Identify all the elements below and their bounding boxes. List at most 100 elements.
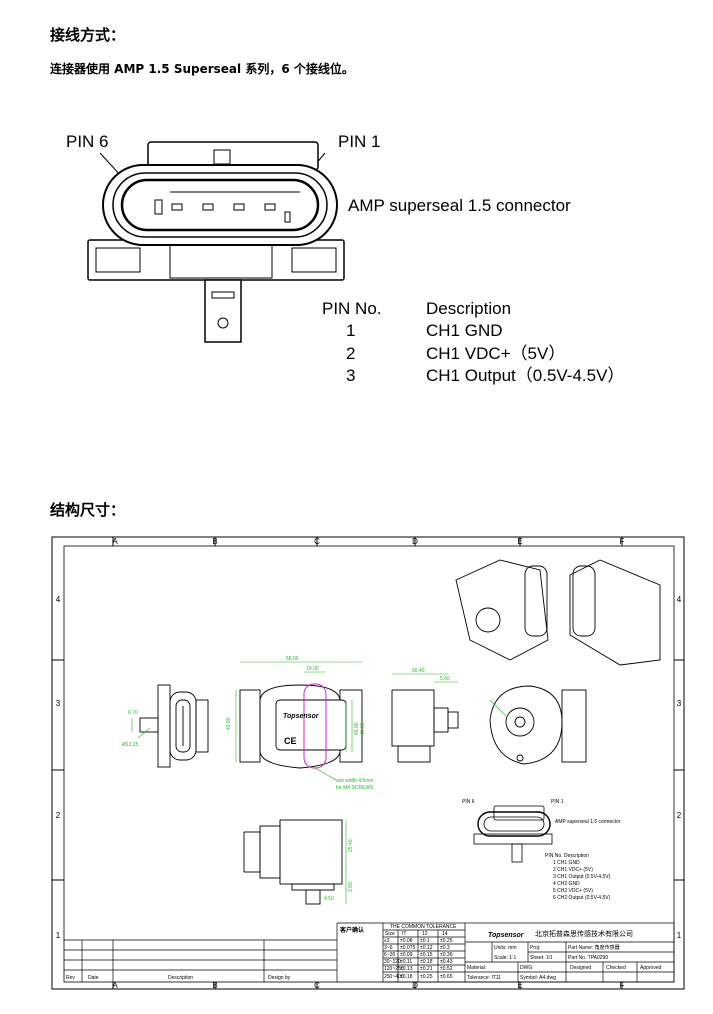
mini-pin1: PIN 1 bbox=[551, 799, 564, 805]
front-view bbox=[239, 684, 363, 769]
slot-note-2: for M4 SCREWS bbox=[336, 785, 374, 791]
dim-670: 6.70 bbox=[128, 710, 138, 716]
section-heading-dimensions: 结构尺寸： bbox=[50, 501, 126, 519]
slot-note-1: slot width 4.5mm bbox=[336, 778, 374, 784]
row-label-2-left: 2 bbox=[56, 811, 61, 820]
title-block bbox=[64, 922, 675, 983]
tb-designed: Designed bbox=[570, 965, 591, 971]
row-label-4-right: 4 bbox=[677, 595, 682, 604]
col-label-f-bottom: F bbox=[620, 981, 625, 990]
tol-r4c1: ±0.13 bbox=[400, 966, 413, 972]
col-label-a-bottom: A bbox=[112, 981, 118, 990]
tb-symbol: Symbol: A4.dwg bbox=[520, 975, 556, 981]
tol-h1: IT bbox=[402, 931, 406, 937]
col-label-c-bottom: C bbox=[314, 981, 320, 990]
bottom-view bbox=[243, 819, 343, 905]
mini-row-3: 3 CH1 Output (0.5V-4.5V) bbox=[553, 874, 611, 880]
mini-pin6: PIN 6 bbox=[462, 799, 475, 805]
tol-r5c3: ±0.65 bbox=[440, 974, 453, 980]
pin6-label: PIN 6 bbox=[66, 132, 109, 151]
tol-r5c0: 250~400 bbox=[384, 974, 404, 980]
tol-r5c2: ±0.25 bbox=[420, 974, 433, 980]
dim-5640: 56.40 bbox=[412, 668, 425, 674]
col-label-a-top: A bbox=[112, 537, 118, 546]
col-label-e-bottom: E bbox=[517, 981, 522, 990]
mini-connector bbox=[473, 805, 553, 863]
tb-proj: Proj: bbox=[530, 945, 540, 951]
tb-approved: Approved bbox=[640, 965, 662, 971]
dim-560: 5.60 bbox=[440, 676, 450, 682]
side-view-right bbox=[391, 689, 459, 763]
tol-r5c1: ±0.18 bbox=[400, 974, 413, 980]
tb-company: 北京拓普森思传感技术有限公司 bbox=[535, 929, 633, 938]
tol-r2c0: 6~30 bbox=[384, 952, 395, 958]
dim-phi: Ø12.25 bbox=[122, 742, 139, 748]
pin-table-header-no: PIN No. bbox=[322, 299, 382, 318]
tb-material: Material: bbox=[467, 965, 486, 971]
dim-4000: 40.00 bbox=[360, 722, 366, 735]
dim-4380: 43.80 bbox=[226, 717, 232, 730]
col-label-d-bottom: D bbox=[412, 981, 418, 990]
mini-header: PIN No. Description bbox=[545, 853, 589, 859]
col-label-f-top: F bbox=[620, 537, 625, 546]
tol-h3: 14 bbox=[442, 931, 448, 937]
tb-sheet: Sheet: 1/1 bbox=[530, 955, 553, 961]
section-heading-wiring: 接线方式： bbox=[50, 26, 126, 44]
tol-r1c2: ±0.12 bbox=[420, 945, 433, 951]
tol-r3c1: ±0.11 bbox=[400, 959, 412, 965]
mini-row-2: 2 CH1 VDC+ (5V) bbox=[553, 867, 593, 873]
tb-checked: Checked bbox=[606, 965, 626, 971]
tol-r1c0: 3~6 bbox=[384, 945, 393, 951]
mini-row-5: 5 CH2 VDC+ (5V) bbox=[553, 888, 593, 894]
dim-5800: 58.00 bbox=[286, 656, 299, 662]
dim-2540: 25.40 bbox=[348, 839, 354, 852]
connector-description: 连接器使用 AMP 1.5 Superseal 系列，6 个接线位。 bbox=[50, 62, 354, 76]
dim-380: 3.80 bbox=[348, 882, 354, 892]
mini-row-6: 6 CH2 Output (0.5V-4.5V) bbox=[553, 895, 611, 901]
tol-r3c0: 30~120 bbox=[384, 959, 401, 965]
tol-r2c2: ±0.15 bbox=[420, 952, 433, 958]
tb-scale: Scale: 1:1 bbox=[494, 955, 516, 961]
dim-450: 4.50 bbox=[324, 896, 334, 902]
tb-design-by: Design by bbox=[268, 975, 291, 981]
tol-h0: Size bbox=[385, 931, 395, 937]
row-label-3-left: 3 bbox=[56, 699, 61, 708]
col-label-b-top: B bbox=[212, 537, 217, 546]
col-label-d-top: D bbox=[412, 537, 418, 546]
pin-table-no-3: 3 bbox=[346, 366, 356, 385]
row-label-1-right: 1 bbox=[677, 931, 682, 940]
iso-view-1 bbox=[455, 559, 549, 661]
row-label-2-right: 2 bbox=[677, 811, 682, 820]
mini-label: AMP superseal 1.5 connector bbox=[555, 819, 621, 825]
front-brand: Topsensor bbox=[283, 713, 320, 720]
tol-r0c3: ±0.25 bbox=[440, 938, 453, 944]
tb-part-name: Part Name: 角度传感器 bbox=[568, 944, 620, 951]
tol-r1c3: ±0.3 bbox=[440, 945, 450, 951]
tb-brand: Topsensor bbox=[488, 932, 525, 939]
customer-confirm: 客户确认 bbox=[339, 926, 365, 934]
tol-r4c2: ±0.21 bbox=[420, 966, 433, 972]
tol-r3c2: ±0.18 bbox=[420, 959, 433, 965]
tb-part-no: Part No. TPA0290 bbox=[568, 955, 608, 961]
tb-date: Date bbox=[88, 975, 99, 981]
row-label-4-left: 4 bbox=[56, 595, 61, 604]
pin-table-desc-3: CH1 Output（0.5V-4.5V） bbox=[426, 366, 625, 385]
tol-r4c3: ±0.52 bbox=[440, 966, 453, 972]
pin-table-header-desc: Description bbox=[426, 299, 512, 318]
ce-mark: CE bbox=[284, 736, 297, 746]
mini-row-4: 4 CH2 GND bbox=[553, 881, 580, 887]
mini-row-1: 1 CH1 GND bbox=[553, 860, 580, 866]
tol-r0c2: ±0.1 bbox=[420, 938, 430, 944]
row-label-3-right: 3 bbox=[677, 699, 682, 708]
tb-dwg: DWG: bbox=[520, 965, 534, 971]
connector-illustration: PIN 6 PIN 1 AMP superseal 1.5 connector bbox=[66, 132, 571, 343]
pin1-label: PIN 1 bbox=[338, 132, 381, 151]
iso-view-2 bbox=[569, 559, 661, 666]
col-label-e-top: E bbox=[517, 537, 522, 546]
col-label-c-top: C bbox=[314, 537, 320, 546]
tol-r0c0: ≤3 bbox=[384, 938, 390, 944]
side-view-left bbox=[139, 684, 209, 768]
dim-4900: 49.00 bbox=[354, 722, 360, 735]
tb-tolerance: Tolerance: IT11 bbox=[467, 975, 501, 981]
